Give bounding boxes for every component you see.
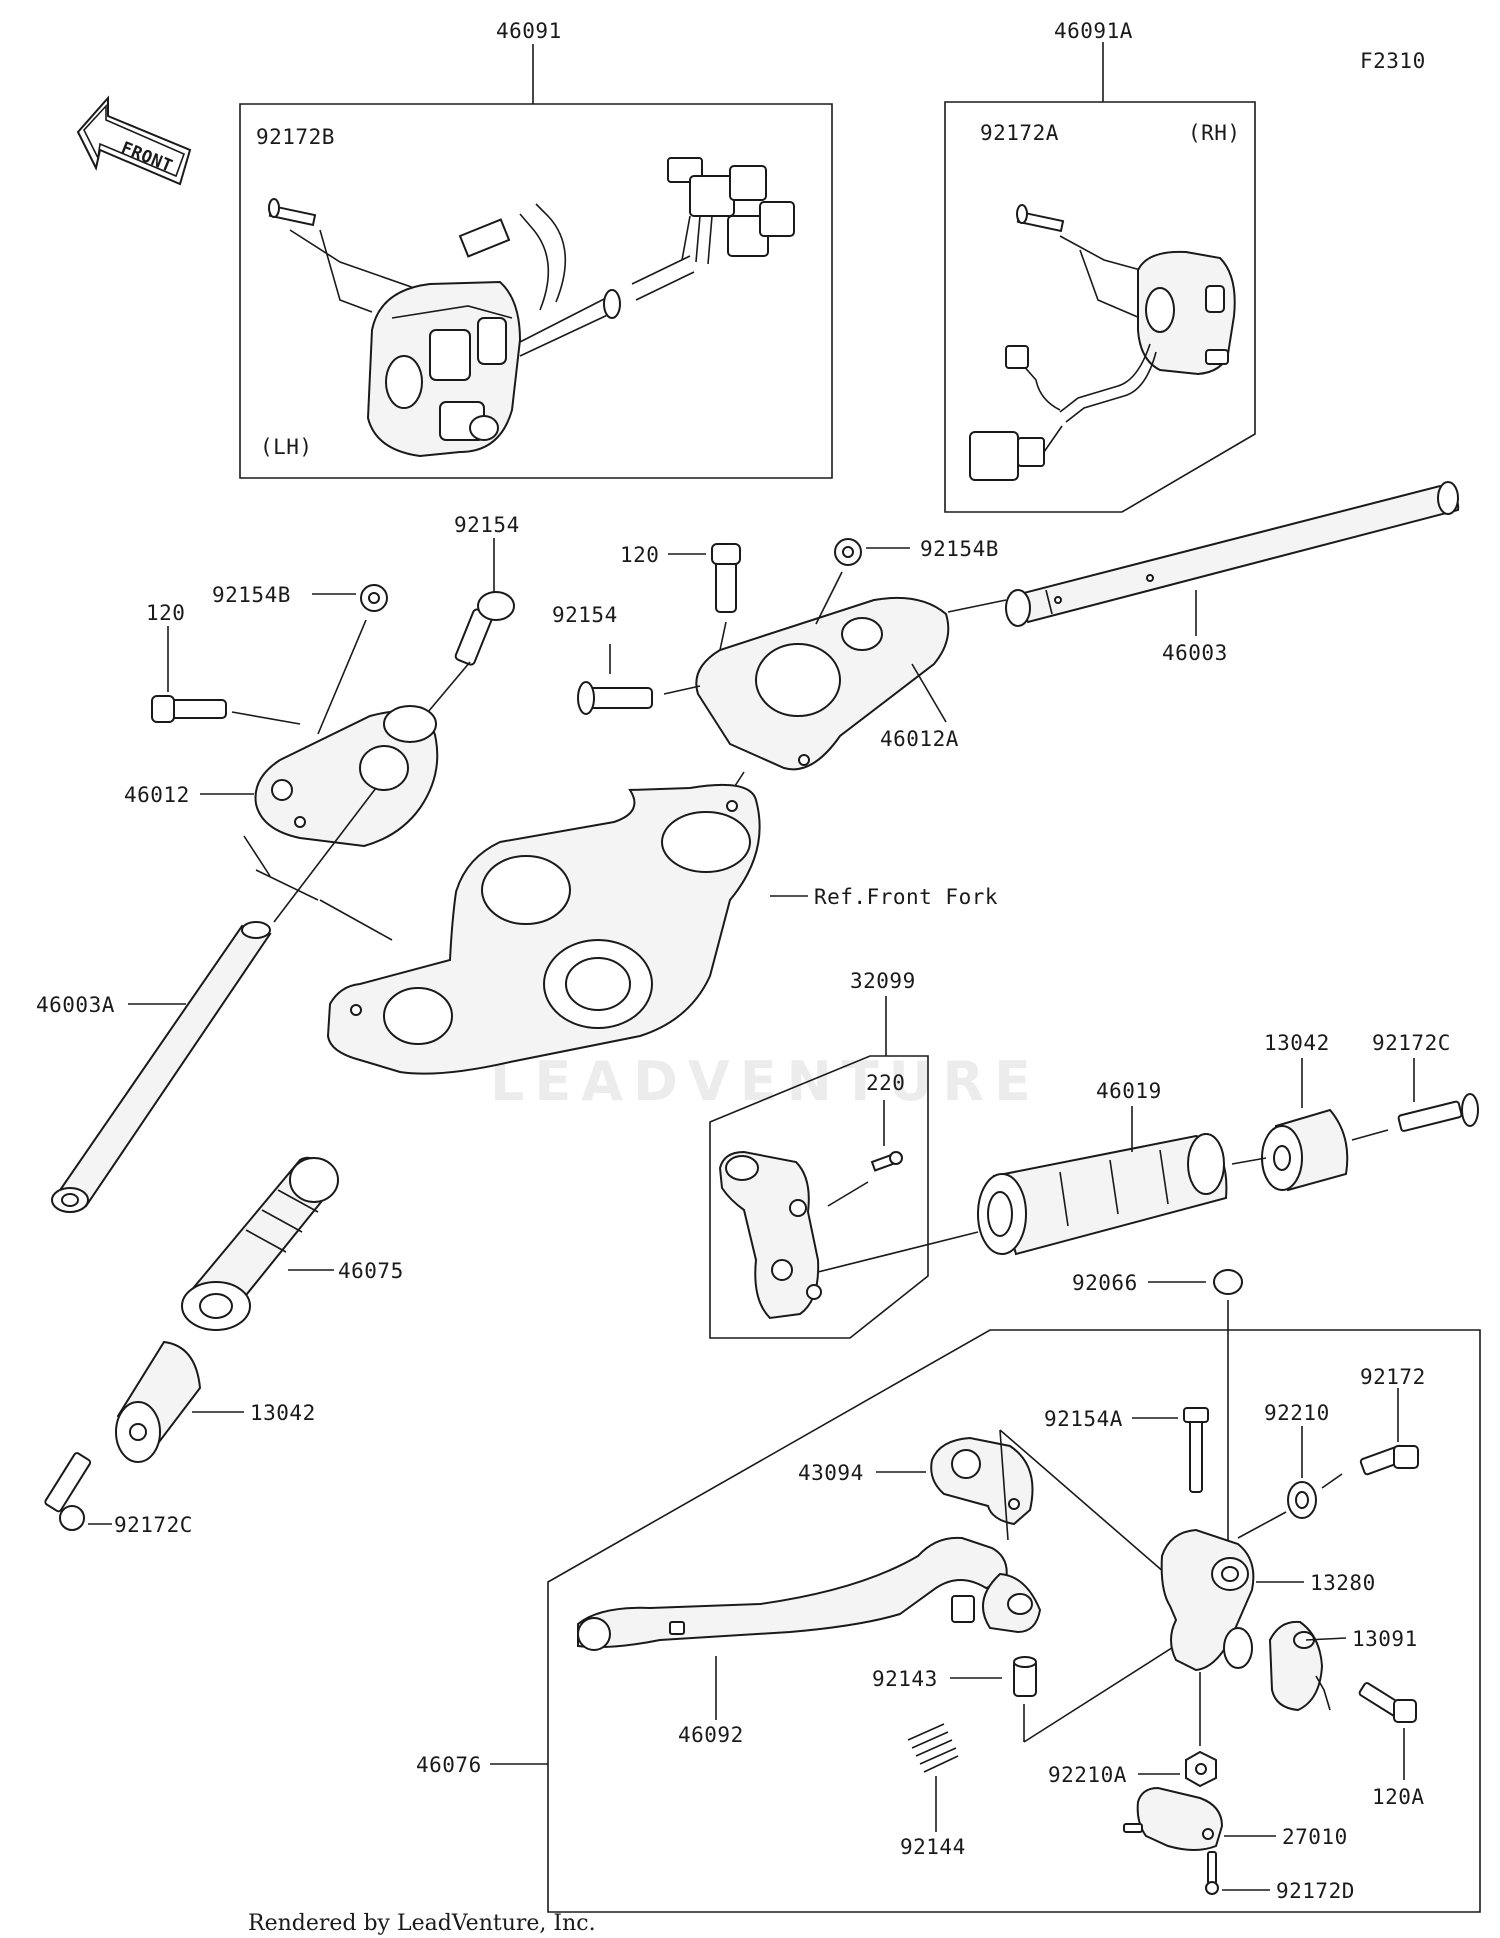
screw-92172c-right-icon (1397, 1093, 1479, 1132)
label-92144[interactable]: 92144 (900, 1835, 966, 1859)
throttle-body-icon (718, 1150, 822, 1320)
bolt-92154a-icon (1183, 1407, 1209, 1493)
bolt-92154-right-icon (577, 681, 653, 715)
label-92210a[interactable]: 92210A (1048, 1763, 1127, 1787)
label-92154a[interactable]: 92154A (1044, 1407, 1123, 1431)
handlebar-left-icon (51, 921, 272, 1213)
screw-220-icon (870, 1151, 903, 1172)
nut-92210a-icon (1185, 1750, 1217, 1788)
screw-92172d-icon (1205, 1851, 1219, 1895)
label-13091[interactable]: 13091 (1352, 1627, 1418, 1651)
spring-92144-icon (907, 1723, 959, 1773)
bar-end-weight-left-icon (115, 1340, 202, 1463)
bolt-120-right-icon (711, 543, 741, 613)
watermark: LEADVENTURE (490, 1050, 1041, 1113)
diagram-code: F2310 (1360, 49, 1426, 73)
label-92172d[interactable]: 92172D (1276, 1879, 1355, 1903)
handlebar-clamp-left-icon (254, 705, 439, 848)
label-46003a[interactable]: 46003A (36, 993, 115, 1017)
label-92210[interactable]: 92210 (1264, 1401, 1330, 1425)
left-switch-side-label: (LH) (260, 435, 313, 459)
screw-92172b-icon (268, 198, 317, 227)
bolt-92154b-left-icon (360, 584, 388, 612)
left-switch-screw-label[interactable]: 92172B (256, 125, 335, 149)
label-43094[interactable]: 43094 (798, 1461, 864, 1485)
label-92172c-left[interactable]: 92172C (114, 1513, 193, 1537)
screw-92172a-icon (1016, 204, 1065, 233)
left-switch-part-number[interactable]: 46091 (496, 19, 562, 43)
clutch-lever-part-number[interactable]: 46076 (416, 1753, 482, 1777)
label-46003[interactable]: 46003 (1162, 641, 1228, 665)
label-120a[interactable]: 120A (1372, 1785, 1425, 1809)
label-92154b-left[interactable]: 92154B (212, 583, 291, 607)
label-120-left[interactable]: 120 (146, 601, 185, 625)
bolt-92172-icon (1359, 1444, 1419, 1476)
right-switch-screw-label[interactable]: 92172A (980, 121, 1059, 145)
label-13042-left[interactable]: 13042 (250, 1401, 316, 1425)
handlebar-right-icon (1005, 481, 1460, 627)
washer-92210-icon (1287, 1481, 1317, 1519)
left-switch-box: 46091 92172B (LH) (239, 19, 833, 479)
label-92172[interactable]: 92172 (1360, 1365, 1426, 1389)
label-46019[interactable]: 46019 (1096, 1079, 1162, 1103)
right-switch-housing-icon (969, 250, 1236, 481)
lever-holder-13280-icon (1160, 1528, 1255, 1672)
throttle-box: 32099 220 (709, 969, 929, 1339)
label-92172c-right[interactable]: 92172C (1372, 1031, 1451, 1055)
label-46012a[interactable]: 46012A (880, 727, 959, 751)
triple-clamp-icon (326, 783, 761, 1075)
label-13042-right[interactable]: 13042 (1264, 1031, 1330, 1055)
front-arrow-icon: FRONT (76, 95, 192, 186)
clutch-lever-46092-icon (577, 1536, 1042, 1651)
label-13280[interactable]: 13280 (1310, 1571, 1376, 1595)
throttle-screw-label[interactable]: 220 (866, 1071, 905, 1095)
bolt-92154-left-icon (454, 591, 515, 666)
right-switch-box: 46091A 92172A (RH) (944, 19, 1256, 513)
label-92154-right[interactable]: 92154 (552, 603, 618, 627)
clamp-13091-icon (1268, 1620, 1324, 1712)
bolt-120a-icon (1358, 1682, 1417, 1723)
label-120-right[interactable]: 120 (620, 543, 659, 567)
footer-credit: Rendered by LeadVenture, Inc. (248, 1911, 596, 1936)
label-92154-left[interactable]: 92154 (454, 513, 520, 537)
label-92066[interactable]: 92066 (1072, 1271, 1138, 1295)
cap-92066-icon (1213, 1269, 1243, 1295)
collar-92143-icon (1013, 1656, 1037, 1697)
bracket-43094-icon (930, 1436, 1034, 1526)
label-46092[interactable]: 46092 (678, 1723, 744, 1747)
bar-end-weight-right-icon (1261, 1108, 1349, 1192)
label-46075[interactable]: 46075 (338, 1259, 404, 1283)
right-switch-part-number[interactable]: 46091A (1054, 19, 1133, 43)
right-switch-side-label: (RH) (1188, 121, 1241, 145)
grip-right-icon (977, 1133, 1228, 1256)
reference-note: Ref.Front Fork (814, 885, 998, 909)
label-92143[interactable]: 92143 (872, 1667, 938, 1691)
clutch-lever-box: 46076 (416, 1329, 1481, 1913)
label-46012[interactable]: 46012 (124, 783, 190, 807)
label-27010[interactable]: 27010 (1282, 1825, 1348, 1849)
throttle-part-number[interactable]: 32099 (850, 969, 916, 993)
screw-92172c-left-icon (44, 1452, 92, 1531)
bolt-92154b-right-icon (834, 538, 862, 566)
handlebar-clamp-right-icon (695, 596, 950, 771)
label-92154b-right[interactable]: 92154B (920, 537, 999, 561)
left-switch-housing-icon (366, 157, 795, 458)
grip-left-icon (181, 1156, 339, 1331)
bolt-120-left-icon (151, 695, 227, 723)
clutch-switch-27010-icon (1123, 1786, 1224, 1851)
